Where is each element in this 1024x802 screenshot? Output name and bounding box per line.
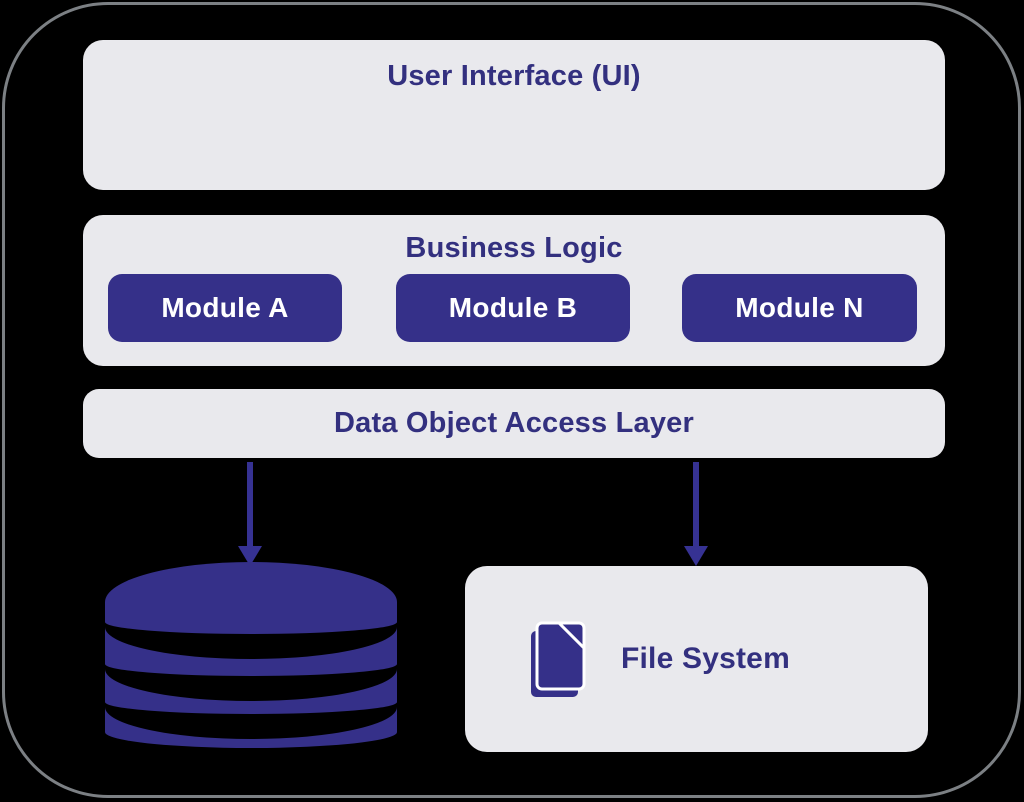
file-system-box: File System — [465, 566, 928, 752]
user-interface-label: User Interface (UI) — [387, 60, 641, 92]
module-b-box: Module B — [396, 274, 630, 342]
arrow-down-icon — [238, 462, 262, 566]
module-b-label: Module B — [448, 292, 578, 323]
module-a-label: Module A — [161, 292, 289, 323]
layer-data-object-access: Data Object Access Layer — [83, 389, 945, 458]
file-system-label: File System — [621, 642, 790, 675]
arrow-down-icon — [684, 462, 708, 566]
file-icon — [531, 621, 586, 697]
module-a-box: Module A — [108, 274, 342, 342]
module-n-box: Module N — [682, 274, 917, 342]
module-n-label: Module N — [735, 292, 864, 323]
layer-user-interface: User Interface (UI) — [83, 40, 945, 190]
data-object-access-label: Data Object Access Layer — [334, 407, 694, 439]
business-logic-label: Business Logic — [405, 232, 623, 264]
database-icon — [105, 562, 397, 748]
